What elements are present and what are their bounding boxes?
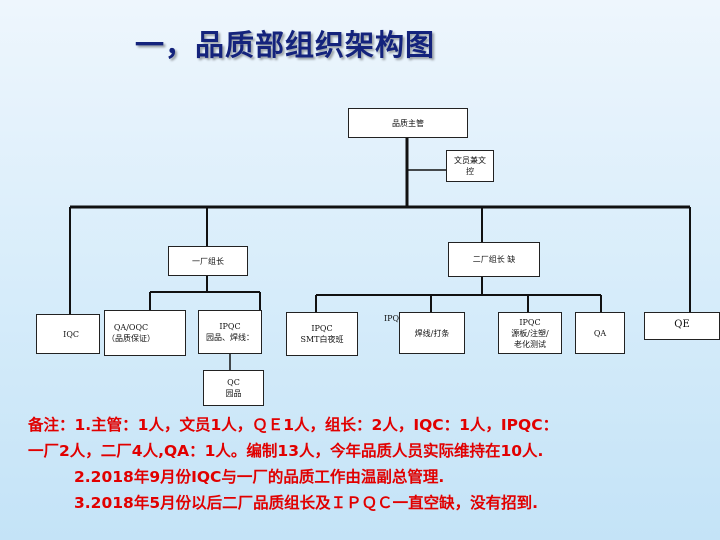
- note-line-4: 3.2018年5月份以后二厂品质组长及ＩＰＱＣ一直空缺，没有招到.: [74, 494, 538, 512]
- qa-box: QA: [575, 312, 625, 354]
- qa-oqc-box: QA/OQC （品质保证）: [104, 310, 186, 356]
- head-box: 品质主管: [348, 108, 468, 138]
- note-line-1: 备注：1.主管：1人，文员1人，ＱＥ1人，组长：2人，IQC：1人，IPQC：: [28, 416, 559, 434]
- weld-tail-box: 焊线/打条: [399, 312, 465, 354]
- page-title: 一，品质部组织架构图: [135, 28, 436, 62]
- ipqc-smt-box: IPQC SMT白夜班: [286, 312, 358, 356]
- iqc-box: IQC: [36, 314, 100, 354]
- qe-box: QE: [644, 312, 720, 340]
- factory2-lead-box: 二厂组长 缺: [448, 242, 540, 277]
- note-line-3: 2.2018年9月份IQC与一厂的品质工作由温副总管理.: [74, 468, 445, 486]
- qc-garden-box: QC 园品: [203, 370, 264, 406]
- ipqc-label: IPQC: [384, 314, 406, 323]
- notes: 备注：1.主管：1人，文员1人，ＱＥ1人，组长：2人，IQC：1人，IPQC： …: [28, 412, 708, 516]
- doc-control-box: 文员兼文 控: [446, 150, 494, 182]
- note-line-2: 一厂2人，二厂4人,QA：1人。编制13人，今年品质人员实际维持在10人.: [28, 442, 544, 460]
- ipqc-test-box: IPQC 源板/注塑/ 老化测试: [498, 312, 562, 354]
- ipqc-factory1-box: IPQC 园品、焊线：: [198, 310, 262, 354]
- factory1-lead-box: 一厂组长: [168, 246, 248, 276]
